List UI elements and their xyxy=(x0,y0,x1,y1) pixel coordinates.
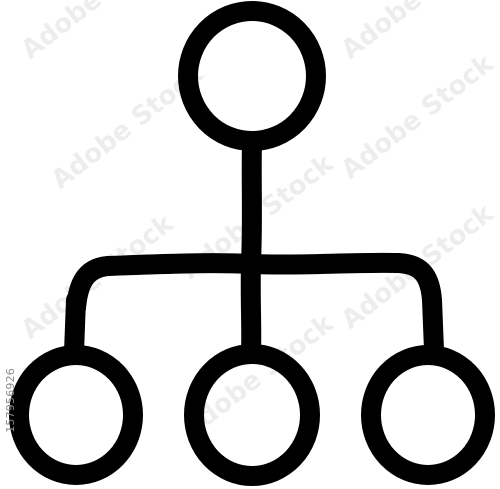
left-branch-line xyxy=(64,290,86,362)
left-child-node-circle xyxy=(9,345,143,485)
top-node-circle xyxy=(178,1,326,151)
hierarchy-diagram xyxy=(9,1,495,486)
right-child-node-circle xyxy=(361,345,495,485)
middle-child-node-circle xyxy=(184,344,320,486)
watermark-text: Adobe Stock xyxy=(336,48,500,185)
branch-bar xyxy=(66,252,444,360)
watermark-text: Adobe Stock xyxy=(16,0,180,66)
trunk-line xyxy=(240,132,262,360)
